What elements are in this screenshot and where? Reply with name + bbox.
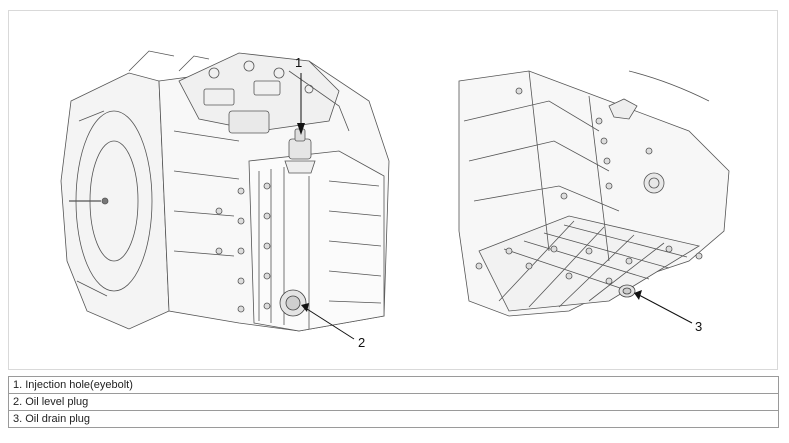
oil-drain-plug xyxy=(618,284,636,298)
oil-pan-underside-illustration xyxy=(458,70,730,317)
legend-table: 1. Injection hole(eyebolt) 2. Oil level … xyxy=(8,376,779,428)
callout-1: 1 xyxy=(295,55,305,135)
callout-2-number: 2 xyxy=(358,335,365,350)
callout-1-number: 1 xyxy=(295,55,302,70)
oil-level-plug xyxy=(279,289,307,317)
transaxle-illustration xyxy=(60,50,390,332)
figure-frame: 1 2 xyxy=(8,10,778,370)
legend-row: 2. Oil level plug xyxy=(8,393,779,411)
callout-2: 2 xyxy=(301,303,365,350)
legend-row: 3. Oil drain plug xyxy=(8,410,779,428)
transmission-diagram: 1 2 xyxy=(60,50,730,350)
legend-item-2: 2. Oil level plug xyxy=(8,393,779,411)
callout-3-number: 3 xyxy=(695,319,702,334)
legend-item-3: 3. Oil drain plug xyxy=(8,410,779,428)
legend-row: 1. Injection hole(eyebolt) xyxy=(8,376,779,394)
injection-hole-eyebolt xyxy=(284,128,316,174)
legend-item-1: 1. Injection hole(eyebolt) xyxy=(8,376,779,394)
callout-3: 3 xyxy=(634,290,702,334)
